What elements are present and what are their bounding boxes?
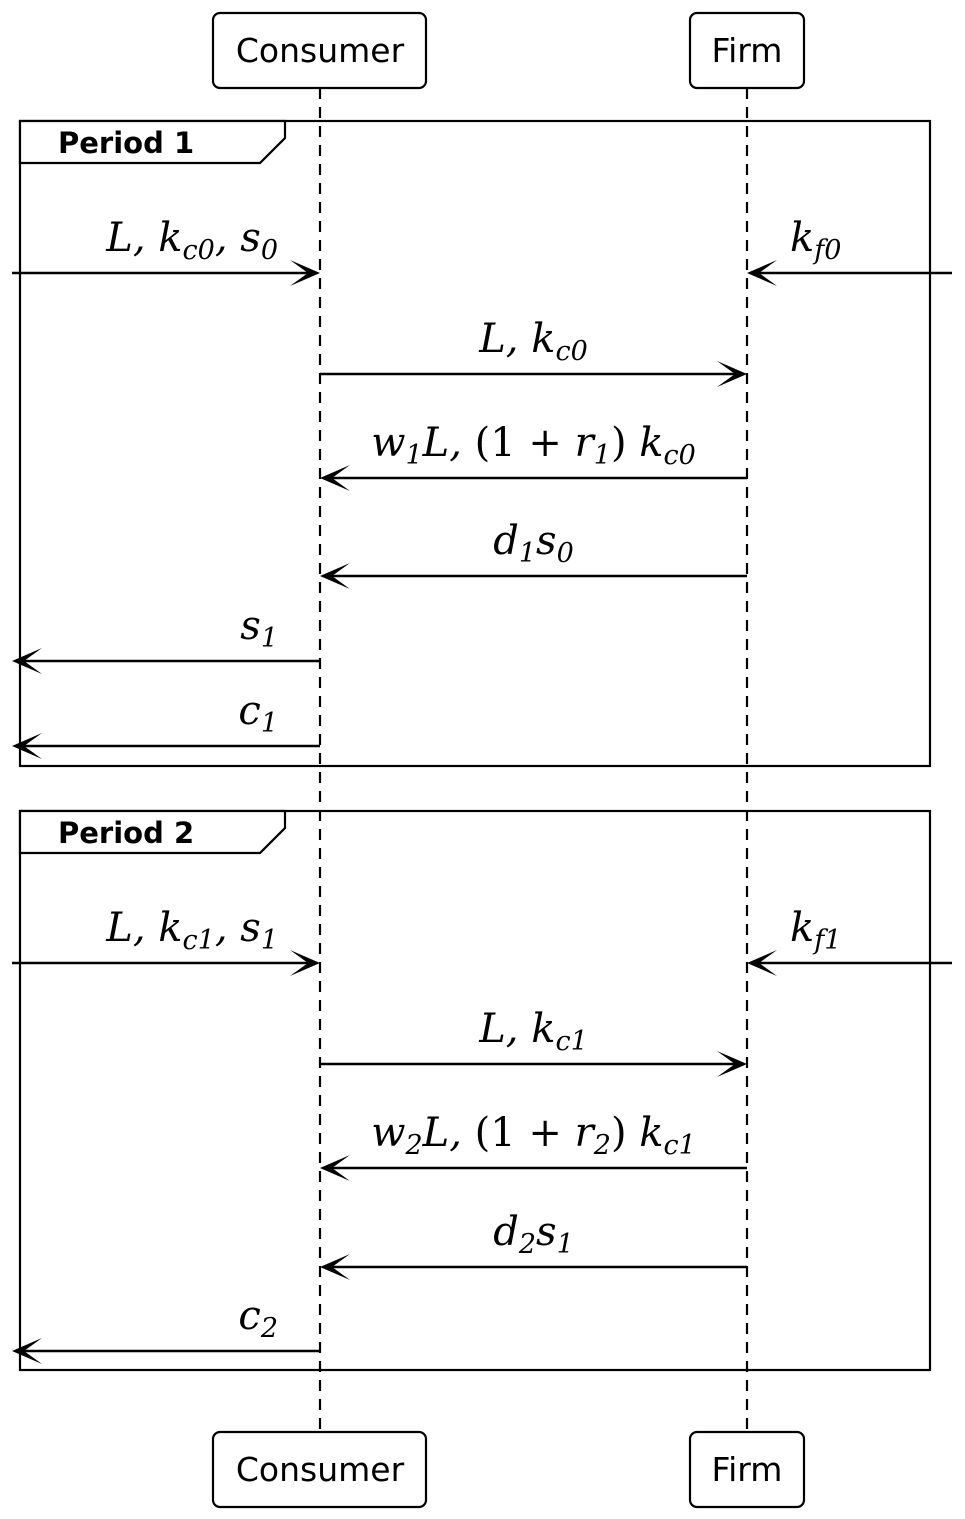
message-2-2: kf1​ xyxy=(747,905,952,976)
actor-consumer-bottom-label: Consumer xyxy=(236,1450,405,1489)
messages: L, kc0​, s0​ kf0​ L, kc0​ w1​L, (1 + r1​) k… xyxy=(12,215,952,1364)
arrow-left-icon xyxy=(12,1338,42,1364)
actor-consumer-bottom: Consumer xyxy=(211,1430,428,1509)
arrow-right-icon xyxy=(717,1051,747,1077)
message-1-6: s1​ xyxy=(12,603,320,674)
message-label: L, kc0​ xyxy=(478,316,588,367)
message-1-5: d1​s0​ xyxy=(320,518,747,589)
message-1-1: L, kc0​, s0​ xyxy=(12,215,320,286)
actor-firm-bottom: Firm xyxy=(688,1430,806,1509)
message-label: d2​s1​ xyxy=(493,1209,574,1260)
message-2-1: L, kc1​, s1​ xyxy=(12,905,320,976)
message-label: s1​ xyxy=(240,603,278,654)
message-label: c1​ xyxy=(238,688,278,739)
actor-firm-top: Firm xyxy=(688,11,806,90)
message-1-3: L, kc0​ xyxy=(320,316,747,387)
period-2-label: Period 2 xyxy=(58,816,194,850)
message-label: L, kc1​ xyxy=(478,1006,588,1057)
message-label: w2​L, (1 + r2​) kc1​ xyxy=(371,1110,696,1161)
actor-firm-top-label: Firm xyxy=(712,31,783,70)
arrow-left-icon xyxy=(12,648,42,674)
arrow-left-icon xyxy=(320,1155,350,1181)
message-label: kf0​ xyxy=(790,215,841,266)
message-label: L, kc1​, s1​ xyxy=(105,905,278,956)
arrow-left-icon xyxy=(12,733,42,759)
message-2-6: c2​ xyxy=(12,1293,320,1364)
message-label: kf1​ xyxy=(790,905,841,956)
period-frame-2: Period 2 xyxy=(18,809,932,1372)
arrow-left-icon xyxy=(320,1254,350,1280)
message-1-4: w1​L, (1 + r1​) kc0​ xyxy=(320,420,747,491)
message-1-7: c1​ xyxy=(12,688,320,759)
period-frame-1: Period 1 xyxy=(18,119,932,768)
arrow-left-icon xyxy=(320,465,350,491)
arrow-left-icon xyxy=(320,563,350,589)
message-label: w1​L, (1 + r1​) kc0​ xyxy=(371,420,696,471)
actor-firm-bottom-label: Firm xyxy=(712,1450,783,1489)
period-1-tab xyxy=(18,119,287,165)
message-label: d1​s0​ xyxy=(493,518,574,569)
message-2-3: L, kc1​ xyxy=(320,1006,747,1077)
message-2-5: d2​s1​ xyxy=(320,1209,747,1280)
message-2-4: w2​L, (1 + r2​) kc1​ xyxy=(320,1110,747,1181)
message-label: L, kc0​, s0​ xyxy=(105,215,278,266)
actor-consumer-top: Consumer xyxy=(211,11,428,90)
arrow-left-icon xyxy=(747,260,777,286)
arrow-right-icon xyxy=(717,361,747,387)
message-1-2: kf0​ xyxy=(747,215,952,286)
message-label: c2​ xyxy=(238,1293,278,1344)
arrow-right-icon xyxy=(290,260,320,286)
arrow-left-icon xyxy=(747,950,777,976)
period-1-label: Period 1 xyxy=(58,126,194,160)
actor-consumer-top-label: Consumer xyxy=(236,31,405,70)
arrow-right-icon xyxy=(290,950,320,976)
period-2-tab xyxy=(18,809,287,855)
